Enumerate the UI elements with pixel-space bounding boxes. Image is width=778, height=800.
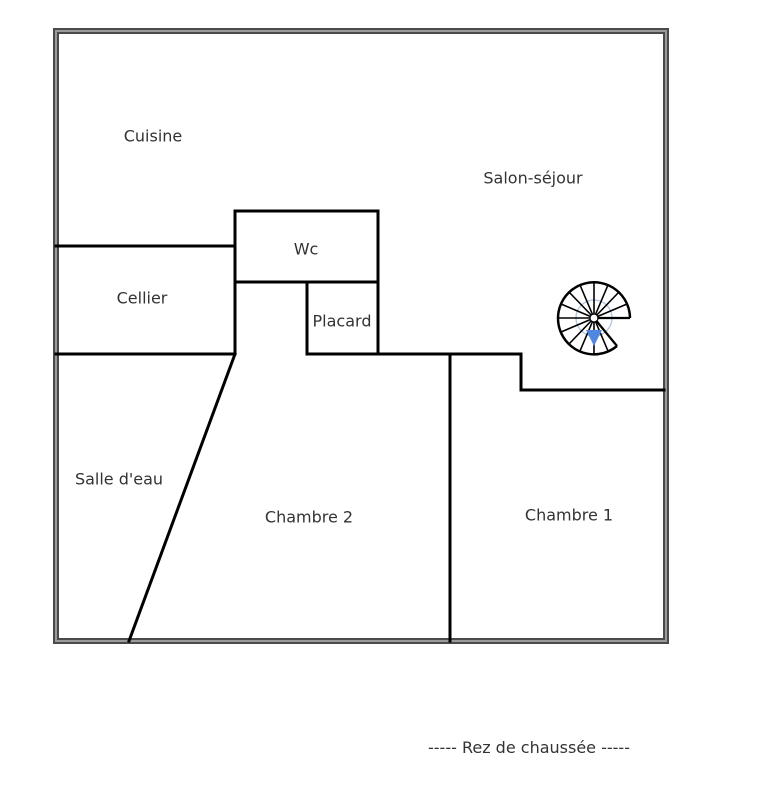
interior-walls [54, 209, 666, 643]
stair-center-post [589, 313, 599, 323]
spiral-staircase [556, 281, 632, 356]
room-label-chambre-1: Chambre 1 [524, 505, 614, 525]
room-label-salon: Salon-séjour [483, 168, 583, 188]
room-label-cuisine: Cuisine [123, 126, 183, 146]
room-label-wc: Wc [293, 239, 319, 259]
stair-outer-arc [556, 281, 632, 356]
outer-wall-core [55, 30, 667, 642]
room-label-salle-deau: Salle d'eau [74, 469, 164, 489]
room-label-placard: Placard [312, 311, 372, 331]
floor-caption: ----- Rez de chaussée ----- [428, 738, 630, 757]
outer-wall [53, 28, 669, 644]
stair-treads [558, 282, 630, 354]
wall-diagonal-salle-deau [127, 352, 237, 643]
room-label-chambre-2: Chambre 2 [264, 507, 354, 527]
stair-arrow-icon [586, 330, 602, 346]
room-label-cellier: Cellier [116, 288, 168, 308]
wall-placard-chambres [305, 280, 666, 392]
